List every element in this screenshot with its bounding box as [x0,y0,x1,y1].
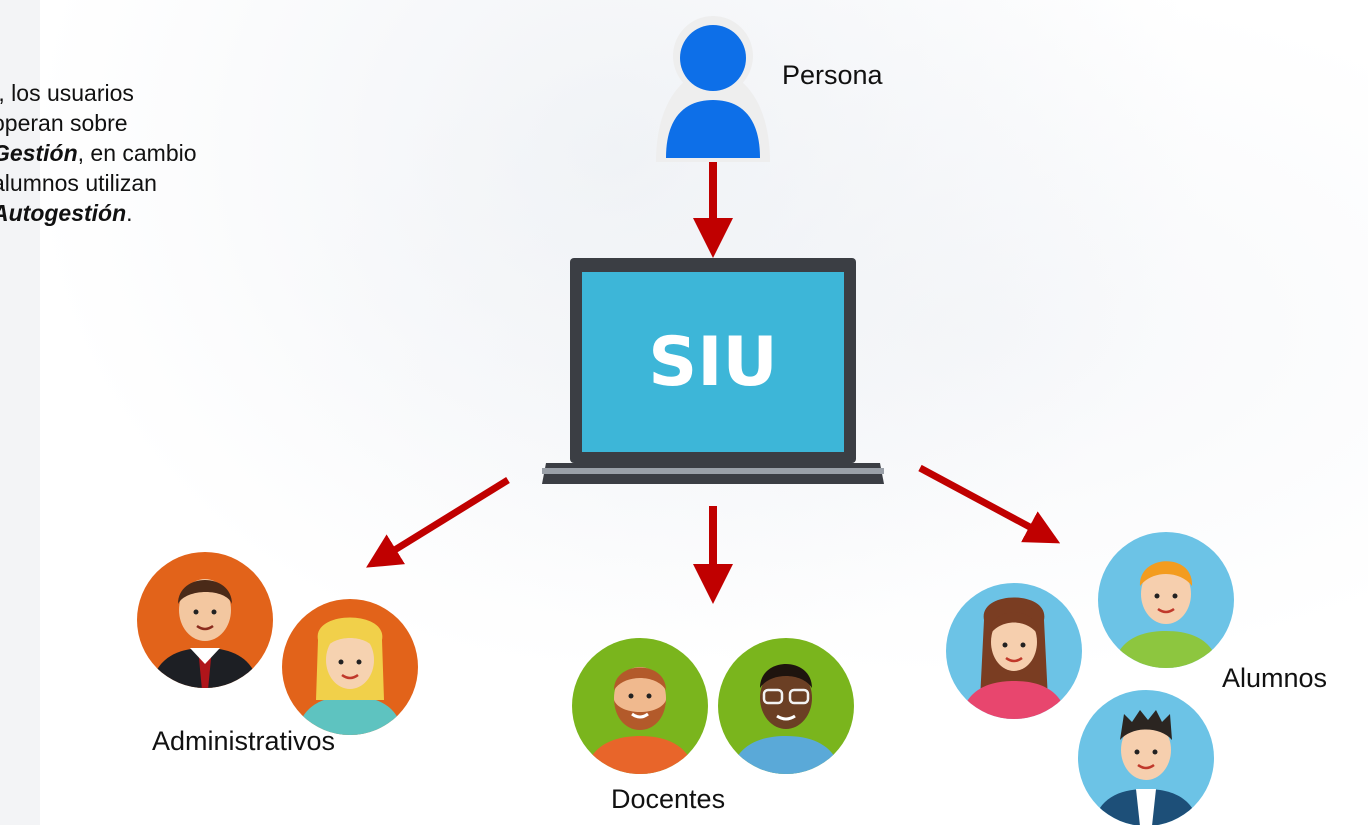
laptop-icon [542,258,884,484]
left-margin-strip [0,0,40,825]
avatar-alumna [946,583,1082,719]
arrow-siu-to-administrativos [366,477,510,568]
intro-line-3: Gestión, en cambio [0,138,322,168]
docentes-label: Docentes [611,784,726,814]
autogestion-emphasis: Autogestión [0,200,127,226]
intro-line-2: operan sobre [0,110,128,136]
alumnos-avatars [946,532,1234,825]
alumnos-label: Alumnos [1222,663,1328,693]
gestion-emphasis: Gestión [0,140,78,166]
user-icon [656,16,770,162]
avatar-admin-woman [282,599,418,735]
intro-line-1: í, los usuarios [0,80,134,106]
avatar-alumno-blonde [1098,532,1234,668]
administrativos-avatars [137,552,418,735]
siu-label: SIU [648,323,778,402]
avatar-admin-man [137,552,273,688]
intro-line-5: Autogestión. [0,198,322,228]
avatar-alumno-dark-hair [1078,690,1214,825]
persona-label: Persona [782,60,883,90]
avatar-docente-glasses [718,638,854,774]
docentes-avatars [572,638,854,774]
intro-text: í, los usuarios operan sobre Gestión, en… [0,78,322,228]
avatar-docente-bearded [572,638,708,774]
intro-line-4: alumnos utilizan [0,170,157,196]
arrow-siu-to-alumnos [918,464,1061,544]
administrativos-label: Administrativos [152,726,336,756]
